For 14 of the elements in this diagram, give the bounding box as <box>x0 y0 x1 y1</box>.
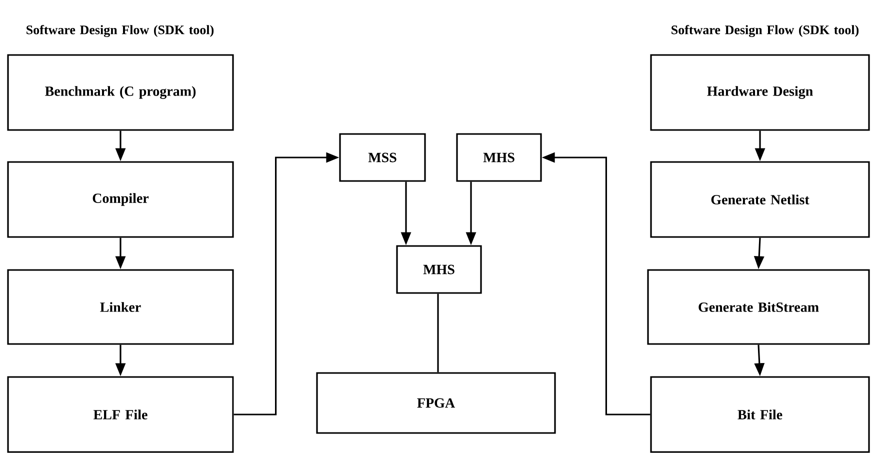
process-box: FPGA <box>316 372 556 434</box>
column-heading: Software Design Flow (SDK tool) <box>26 24 214 37</box>
process-box: MSS <box>339 133 426 182</box>
process-box: Generate BitStream <box>647 269 870 345</box>
column-heading: Software Design Flow (SDK tool) <box>672 24 859 37</box>
process-box: Hardware Design <box>650 54 870 131</box>
process-box: MHS <box>396 245 482 294</box>
process-box: Linker <box>7 269 234 345</box>
process-box: Benchmark (C program) <box>7 54 234 131</box>
process-box: Bit File <box>650 376 870 453</box>
process-box: ELF File <box>7 376 234 453</box>
process-box: Compiler <box>7 161 234 238</box>
process-box: Generate Netlist <box>650 161 870 238</box>
process-box: MHS <box>456 133 542 182</box>
